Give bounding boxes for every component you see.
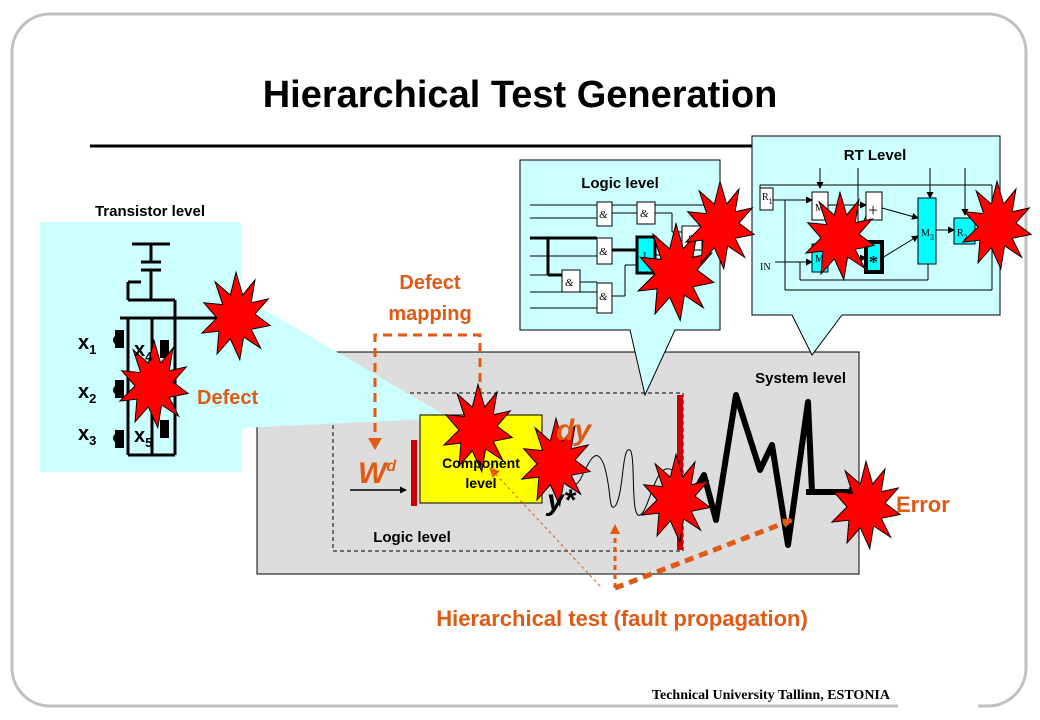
gate-label: & (599, 209, 608, 221)
page-title: Hierarchical Test Generation (262, 74, 778, 116)
hierarchical-test-label: Hierarchical test (fault propagation) (436, 606, 808, 631)
burst-icon (961, 179, 1033, 271)
footer-credit: Technical University Tallinn, ESTONIA (651, 688, 890, 703)
gate-label: 1 (642, 250, 648, 262)
rt-adder-label: + (868, 200, 878, 220)
thin-waveform (545, 449, 673, 516)
transistor-level-label: Transistor level (95, 203, 205, 220)
logic-thick-wires (530, 236, 637, 277)
input-x5-label: x5 (134, 425, 152, 450)
burst-icon (442, 382, 514, 474)
burst-icon (520, 416, 592, 508)
defect-mapping-arrowhead (368, 438, 382, 450)
defect-mapping-path (373, 333, 482, 442)
transistor-callout (40, 222, 241, 472)
burst-icon (640, 452, 712, 544)
burst-icon (684, 179, 756, 271)
test-arrow-right (614, 517, 793, 591)
defect-label: Defect (197, 387, 258, 409)
defect-mapping-label-2: mapping (388, 303, 471, 325)
thick-waveform (687, 392, 846, 548)
gate-label: & (565, 277, 574, 289)
burst-icon (200, 270, 272, 362)
rt-r2-label: R2 (957, 228, 968, 242)
burst-icon (118, 338, 190, 430)
system-level-label: System level (755, 370, 846, 387)
gate-label: & (640, 208, 649, 220)
input-x1-label: x1 (78, 332, 96, 357)
input-x2-label: x2 (78, 381, 96, 406)
wd-label: Wd (358, 457, 397, 490)
component-level-label-2: level (465, 475, 496, 491)
burst-icon (636, 221, 716, 323)
dy-label: dy (556, 414, 592, 447)
rt-input-label: IN (760, 262, 771, 273)
rt-level-label: RT Level (844, 147, 907, 164)
burst-icon (804, 190, 876, 282)
footer-mask (898, 684, 978, 712)
y-star-label: y* (545, 484, 577, 517)
error-label: Error (896, 492, 950, 517)
logic-level-top-label: Logic level (581, 175, 659, 192)
test-arrow-left (489, 467, 601, 587)
transistor-callout-pointer (241, 296, 450, 428)
logic-level-bottom-label: Logic level (373, 529, 451, 546)
transistor-symbols (113, 330, 169, 448)
burst-icon (830, 459, 902, 551)
gate-label: & (599, 291, 608, 303)
component-level-label-1: Component (442, 455, 520, 471)
defect-mapping-label-1: Defect (399, 272, 460, 294)
rt-r1-label: R1 (762, 192, 773, 206)
input-x4-label: x4 (134, 339, 153, 364)
input-x3-label: x3 (78, 423, 96, 448)
defect-bursts (118, 179, 1033, 551)
gate-label: & (599, 246, 608, 258)
rt-m3-label: M3 (921, 228, 934, 242)
rt-multiplier-label: * (869, 252, 878, 272)
